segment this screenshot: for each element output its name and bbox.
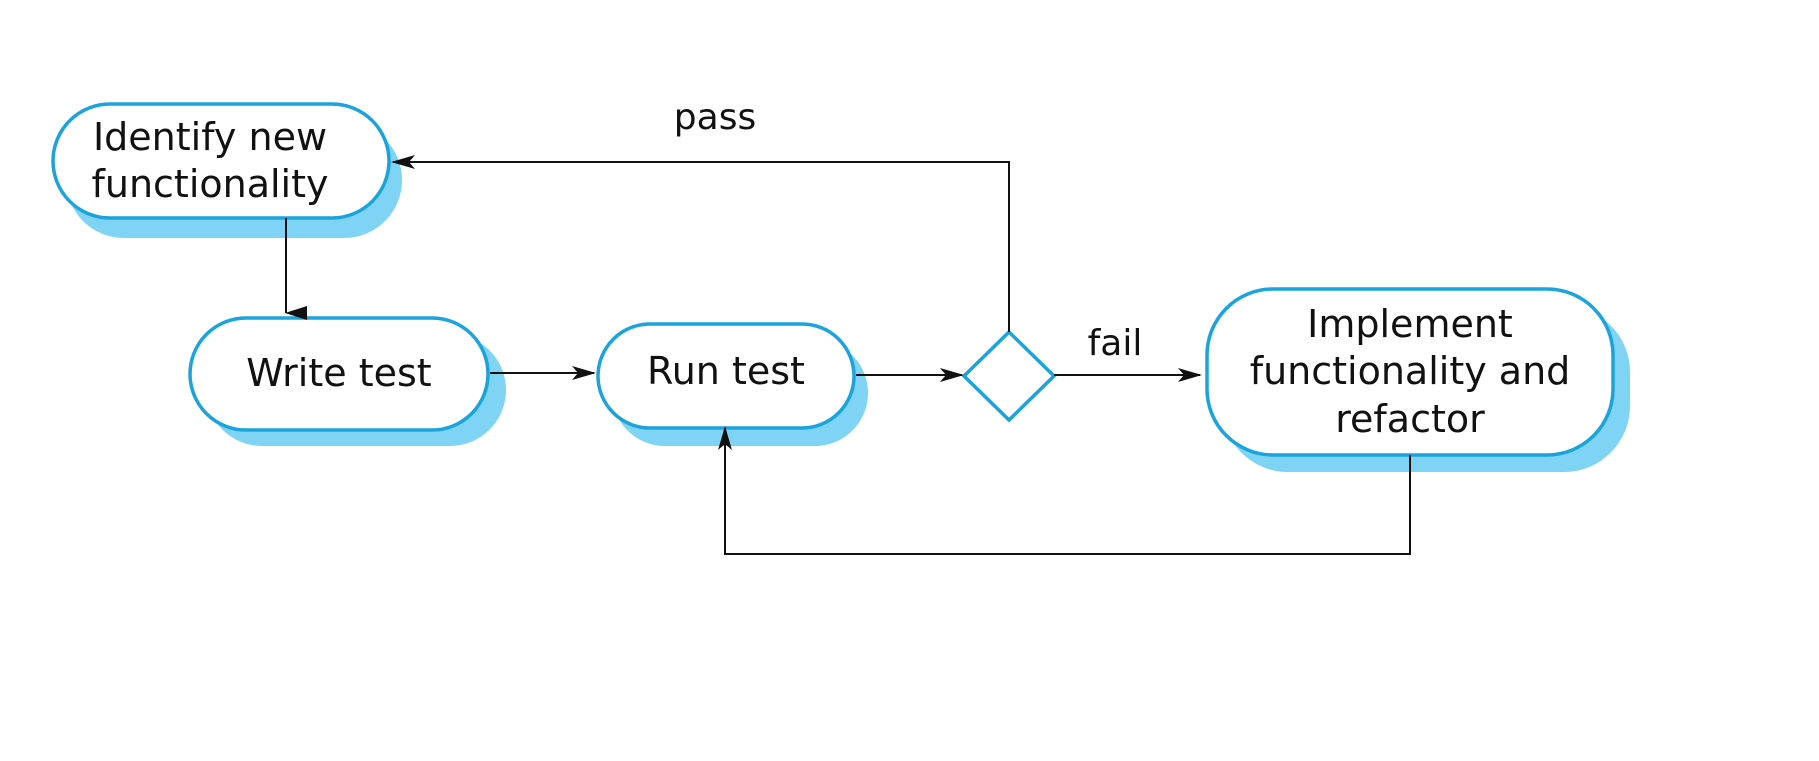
fail-edge-label: fail	[1087, 322, 1143, 364]
implement-label: Implement functionality and refactor	[1249, 301, 1571, 441]
write-test-label: Write test	[246, 351, 432, 396]
nodes	[51, 102, 1615, 457]
edge-decision-to-identify	[391, 155, 1010, 332]
run-test-label: Run test	[647, 349, 805, 394]
decision-node	[961, 329, 1057, 423]
write-test-node	[188, 316, 490, 432]
edge-implement-to-run	[718, 426, 1411, 555]
identify-node	[51, 102, 391, 220]
pass-edge-label: pass	[673, 96, 757, 138]
identify-label: Identify new functionality	[91, 114, 329, 207]
edges	[285, 155, 1411, 555]
